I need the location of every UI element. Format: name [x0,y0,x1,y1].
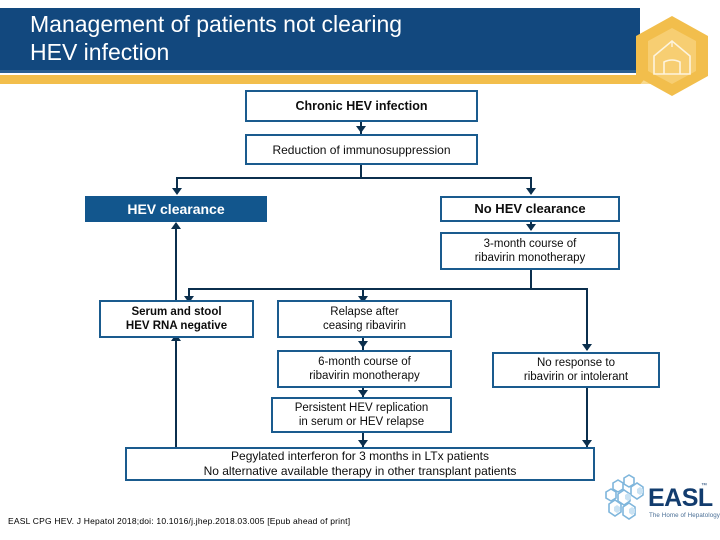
flow-node-reduction-of-immunosuppression-label: Reduction of immunosuppression [272,142,451,157]
flow-node-relapse-after-ceasing-line-1: Relapse after [330,306,399,318]
flow-node-three-month-course[interactable]: 3-month course of ribavirin monotherapy [440,232,620,270]
flow-node-reduction-of-immunosuppression[interactable]: Reduction of immunosuppression [245,134,478,165]
connector-split-horizontal [176,177,532,179]
connector-noresponse-to-peg [586,388,588,448]
flow-node-no-hev-clearance[interactable]: No HEV clearance [440,196,620,222]
flow-node-no-response-to-ribavirin-line-1: No response to [537,357,615,369]
connector-to-no-response [586,288,588,350]
connector-split-right [530,177,532,191]
easl-trademark-symbol: ™ [701,483,707,489]
connector-to-relapse [362,288,364,300]
connector-peg-to-serum-stool [175,340,177,450]
connector-persistent-to-peg [362,428,364,448]
connector-reduction-down [360,165,362,178]
flow-node-persistent-hev-replication-line-2: in serum or HEV relapse [298,416,425,428]
arrowhead-sixmonth-to-persistent [358,390,368,397]
arrowhead-to-serum-stool [184,296,194,303]
easl-logo: EASL ™ The Home of Hepatology [604,474,720,534]
arrowhead-to-no-response [582,344,592,351]
flow-node-serum-and-stool-line-2: HEV RNA negative [125,320,228,332]
flow-node-three-month-course-line-1: 3-month course of [483,238,577,250]
flow-node-pegylated-interferon-label: Pegylated interferon for 3 months in LTx… [127,449,593,479]
connector-split-left [176,177,178,191]
arrowhead-chronic-to-reduction [356,126,366,133]
page-title-line-1: Management of patients not clearing [30,11,403,37]
header-band [0,8,640,70]
flow-node-chronic-hev-infection[interactable]: Chronic HEV infection [245,90,478,122]
flow-node-three-month-course-label: 3-month course of ribavirin monotherapy [442,237,618,265]
connector-threemonth-down [530,270,532,290]
flow-node-six-month-course-line-2: ribavirin monotherapy [309,370,420,382]
flow-node-relapse-after-ceasing[interactable]: Relapse after ceasing ribavirin [277,300,452,338]
flow-node-pegylated-interferon-line-1: Pegylated interferon for 3 months in LTx… [231,449,489,463]
flow-node-no-response-to-ribavirin-line-2: ribavirin or intolerant [523,371,629,383]
flow-node-hev-clearance[interactable]: HEV clearance [85,196,267,222]
connector-threemonth-split-horizontal [188,288,588,290]
flow-node-persistent-hev-replication-label: Persistent HEV replication in serum or H… [273,401,450,429]
flow-node-persistent-hev-replication-line-1: Persistent HEV replication [294,402,429,414]
flow-node-chronic-hev-infection-label: Chronic HEV infection [295,99,428,113]
easl-wordmark: EASL [648,484,713,512]
easl-cells-icon [605,474,644,520]
arrowhead-noclearance-to-threemonth [526,224,536,231]
flow-node-no-response-to-ribavirin-label: No response to ribavirin or intolerant [494,356,658,384]
easl-tagline: The Home of Hepatology [649,512,720,519]
arrowhead-noresponse-to-peg [582,440,592,447]
arrowhead-relapse-to-sixmonth [358,341,368,348]
arrowhead-to-no-hev-clearance [526,188,536,195]
flow-node-six-month-course-label: 6-month course of ribavirin monotherapy [279,355,450,383]
flow-node-serum-and-stool-line-1: Serum and stool [131,306,222,318]
flow-node-serum-and-stool[interactable]: Serum and stool HEV RNA negative [99,300,254,338]
flow-node-no-response-to-ribavirin[interactable]: No response to ribavirin or intolerant [492,352,660,388]
flow-node-three-month-course-line-2: ribavirin monotherapy [474,252,586,264]
connector-to-serum-stool [188,288,190,300]
arrowhead-serum-to-clearance [171,222,181,229]
flow-node-pegylated-interferon[interactable]: Pegylated interferon for 3 months in LTx… [125,447,595,481]
flow-node-relapse-after-ceasing-label: Relapse after ceasing ribavirin [279,305,450,333]
flow-node-no-hev-clearance-label: No HEV clearance [474,201,586,216]
flow-node-hev-clearance-label: HEV clearance [127,201,225,217]
arrowhead-to-relapse [358,296,368,303]
citation-text: EASL CPG HEV. J Hepatol 2018;doi: 10.101… [8,516,351,526]
arrowhead-persistent-to-peg [358,440,368,447]
hexagon-house-icon [630,14,714,98]
connector-serum-to-clearance [175,228,177,300]
page-title: Management of patients not clearing HEV … [30,10,610,66]
flow-node-pegylated-interferon-line-2: No alternative available therapy in othe… [203,464,517,478]
flow-node-six-month-course-line-1: 6-month course of [318,356,411,368]
header-accent-bar [0,75,655,84]
header-band-shadow [0,70,638,73]
arrowhead-to-hev-clearance [172,188,182,195]
flow-node-serum-and-stool-label: Serum and stool HEV RNA negative [101,305,252,333]
page-title-line-2: HEV infection [30,39,170,65]
flow-node-relapse-after-ceasing-line-2: ceasing ribavirin [322,320,407,332]
flow-node-persistent-hev-replication[interactable]: Persistent HEV replication in serum or H… [271,397,452,433]
flow-node-six-month-course[interactable]: 6-month course of ribavirin monotherapy [277,350,452,388]
